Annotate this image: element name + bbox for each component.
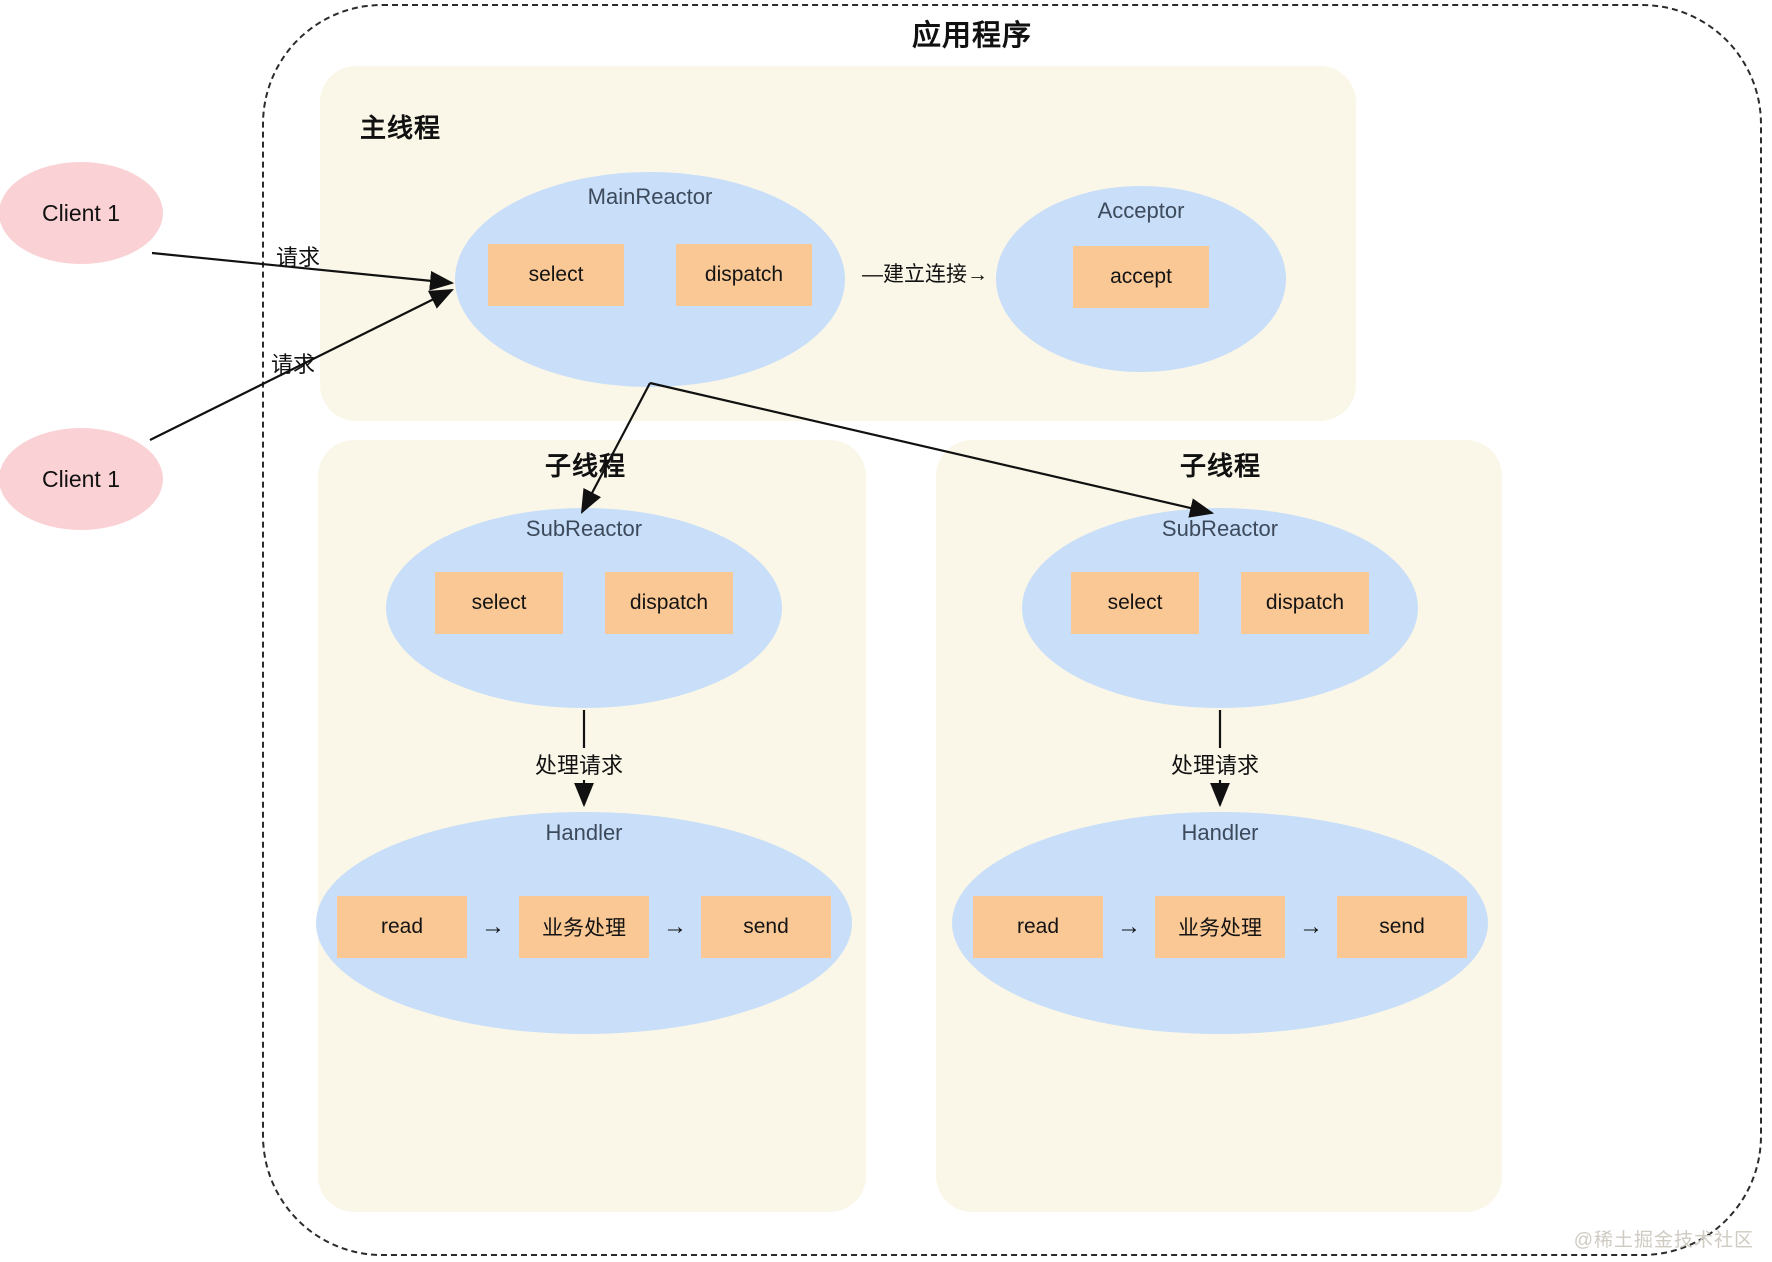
acceptor-node[interactable]: Acceptor accept [996,186,1286,372]
sub-reactor-label-1: SubReactor [525,516,643,541]
main-reactor-label: MainReactor [587,184,713,209]
sub-reactor-node-1[interactable]: SubReactor select dispatch [386,508,782,708]
step-business[interactable]: 业务处理 [519,896,649,958]
edge-label-process-request-2: 处理请求 [1169,748,1262,780]
acceptor-ops: accept [996,246,1286,308]
edge-label-process-request-1: 处理请求 [533,748,626,780]
handler-label-1: Handler [545,820,623,845]
main-reactor-node[interactable]: MainReactor select dispatch [455,172,845,387]
op-select[interactable]: select [435,572,563,634]
edge-label-request-1: 请求 [276,245,321,270]
client-node-2[interactable]: Client 1 [0,428,163,530]
sub-reactor-ops-2: select dispatch [1022,572,1418,634]
handler-arrow-icon: → [1117,913,1141,940]
sub-thread-title-1: 子线程 [545,451,627,481]
edge-label-establish-connection: —建立连接→ [862,263,988,286]
op-select[interactable]: select [488,244,624,306]
handler-steps-1: read → 业务处理 → send [316,896,852,958]
client-node-1[interactable]: Client 1 [0,162,163,264]
op-accept[interactable]: accept [1073,246,1209,308]
handler-node-2[interactable]: Handler read → 业务处理 → send [952,812,1488,1034]
handler-node-1[interactable]: Handler read → 业务处理 → send [316,812,852,1034]
sub-thread-title-2: 子线程 [1180,451,1262,481]
op-select[interactable]: select [1071,572,1199,634]
main-reactor-ops: select dispatch [455,244,845,306]
step-send[interactable]: send [1337,896,1467,958]
handler-steps-2: read → 业务处理 → send [952,896,1488,958]
step-read[interactable]: read [973,896,1103,958]
sub-reactor-ops-1: select dispatch [386,572,782,634]
application-title: 应用程序 [911,20,1032,52]
handler-arrow-icon: → [481,913,505,940]
op-dispatch[interactable]: dispatch [605,572,733,634]
sub-reactor-label-2: SubReactor [1161,516,1279,541]
step-send[interactable]: send [701,896,831,958]
op-dispatch[interactable]: dispatch [1241,572,1369,634]
handler-label-2: Handler [1181,820,1259,845]
acceptor-label: Acceptor [1097,198,1185,223]
edge-label-request-2: 请求 [271,352,316,377]
sub-reactor-node-2[interactable]: SubReactor select dispatch [1022,508,1418,708]
watermark: @稀土掘金技术社区 [1573,1230,1754,1251]
op-dispatch[interactable]: dispatch [676,244,812,306]
main-thread-title: 主线程 [360,113,442,143]
handler-arrow-icon: → [663,913,687,940]
step-business[interactable]: 业务处理 [1155,896,1285,958]
step-read[interactable]: read [337,896,467,958]
application-boundary [262,4,1762,1256]
handler-arrow-icon: → [1299,913,1323,940]
